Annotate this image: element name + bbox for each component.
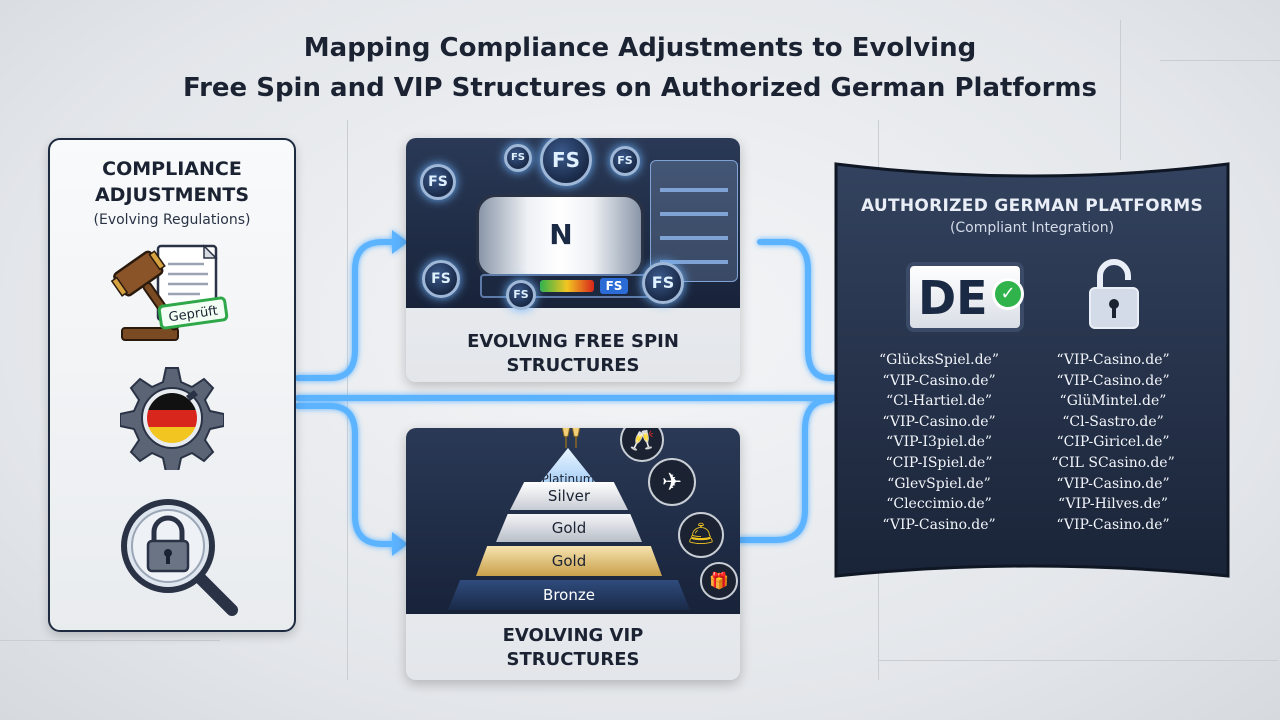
domain-item: “VIP-Casino.de” [882,413,996,430]
vip-tier: Bronze [448,580,690,610]
vip-label: EVOLVING VIP STRUCTURES [406,624,740,672]
settings-slider [660,212,728,216]
compliance-subtitle: (Evolving Regulations) [93,212,251,228]
vip-panel: Platinum Silver Gold Gold Bronze 🥂 ✈ 🛎 🎁… [406,428,740,680]
check-icon: ✓ [992,278,1024,310]
background-line [1120,20,1121,160]
arrow-to-vip [295,403,395,547]
domain-item: “VIP-Casino.de” [1056,475,1170,492]
domain-item: “CIL SCasino.de” [1051,454,1175,471]
domain-item: “VIP-Casino.de” [1056,372,1170,389]
settings-slider [660,260,728,264]
padlock-icon [1089,259,1139,329]
background-line [0,640,220,641]
background-line [1160,60,1280,61]
page-title: Mapping Compliance Adjustments to Evolvi… [140,28,1140,108]
domain-item: “VIP-Casino.de” [1056,516,1170,533]
gavel-document-icon: Geprüft [110,244,229,341]
fs-coin: FS [504,144,532,172]
free-spin-label-line-2: STRUCTURES [506,355,640,376]
vip-tier-label: Silver [547,487,591,505]
compliance-title: COMPLIANCE ADJUSTMENTS [50,156,294,208]
vip-tier: Gold [476,546,662,576]
vip-tier: Gold [496,514,642,542]
arrow-from-vip [737,397,833,543]
domain-item: “Cl-Sastro.de” [1062,413,1164,430]
title-line-1: Mapping Compliance Adjustments to Evolvi… [303,33,977,63]
arrowhead-free-spin [392,230,408,254]
platforms-subtitle: (Compliant Integration) [949,220,1115,236]
domain-item: “VIP-I3piel.de” [885,434,993,451]
title-line-2: Free Spin and VIP Structures on Authoriz… [182,73,1097,103]
vip-tier-label: Bronze [543,586,595,604]
domain-item: “Cl-Hartiel.de” [885,393,993,410]
vip-visual: Platinum Silver Gold Gold Bronze 🥂 ✈ 🛎 🎁 [406,428,740,614]
slot-machine [476,194,644,278]
concierge-bell-icon: 🛎 [678,512,724,558]
slot-counter: FS [600,278,628,294]
champagne-icon: 🥂 [620,428,664,462]
domain-item: “VIP-Casino.de” [882,516,996,533]
domain-item: “GlevSpiel.de” [887,475,991,492]
stamp-text: Geprüft [168,304,219,326]
champagne-icon [561,428,581,448]
domain-item: “CIP-Giricel.de” [1056,434,1170,451]
domain-item: “GlüMintel.de” [1059,393,1167,410]
fs-coin: FS [422,260,460,298]
magnifier-lock-icon [121,499,238,616]
arrow-to-free-spin [295,239,395,381]
vip-tier-label: Gold [551,552,587,570]
vip-label-line-1: EVOLVING VIP [502,625,644,646]
settings-slider [660,188,728,192]
vip-tier: Silver [510,482,628,510]
domain-list-left: “GlücksSpiel.de” “VIP-Casino.de” “Cl-Har… [854,350,1024,535]
free-spin-visual: N FS FS FS FS FS FS FS FS [406,138,740,310]
free-spin-panel: N FS FS FS FS FS FS FS FS EVOLVING FREE … [406,138,740,382]
vip-tier-label: Gold [551,519,587,537]
vip-label-line-2: STRUCTURES [506,649,640,670]
fs-coin: FS [540,138,592,186]
background-line [878,660,1278,661]
free-spin-label: EVOLVING FREE SPIN STRUCTURES [406,330,740,378]
compliance-title-line-2: ADJUSTMENTS [94,184,250,206]
domain-item: “VIP-Casino.de” [882,372,996,389]
fs-coin: FS [506,280,536,310]
slot-meter [540,280,594,292]
domain-item: “Cleccimio.de” [886,496,992,513]
platforms-title: AUTHORIZED GERMAN PLATFORMS [860,196,1204,216]
compliance-panel: COMPLIANCE ADJUSTMENTS (Evolving Regulat… [48,138,296,632]
platforms-panel: AUTHORIZED GERMAN PLATFORMS (Compliant I… [832,160,1232,580]
de-badge-text: DE [918,271,988,325]
domain-item: “CIP-ISpiel.de” [885,454,993,471]
slot-reel-letter: N [549,218,573,251]
fs-coin: FS [420,164,456,200]
arrow-from-free-spin [757,239,839,381]
domain-item: “VIP-Casino.de” [1056,352,1170,368]
gift-icon: 🎁 [700,562,738,600]
arrowhead-vip [392,532,408,556]
domain-item: “VIP-Hilves.de” [1058,496,1168,513]
fs-coin: FS [610,146,640,176]
compliance-title-line-1: COMPLIANCE [102,158,242,180]
gear-germany-flag-icon [120,367,224,470]
airplane-icon: ✈ [648,458,696,506]
free-spin-label-line-1: EVOLVING FREE SPIN [467,331,679,352]
settings-slider [660,236,728,240]
domain-item: “GlücksSpiel.de” [879,352,999,368]
fs-coin: FS [642,262,684,304]
domain-list-right: “VIP-Casino.de” “VIP-Casino.de” “GlüMint… [1028,350,1198,535]
